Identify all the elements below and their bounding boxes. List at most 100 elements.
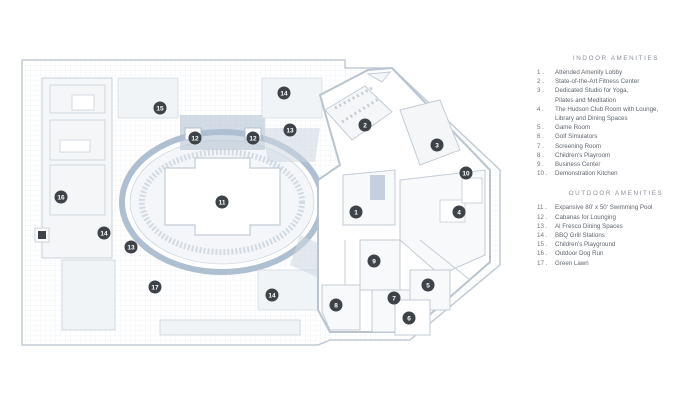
legend-number: 2 . (537, 78, 544, 86)
outdoor-heading: OUTDOOR AMENITIES (568, 190, 664, 198)
legend-label: Expansive 80' x 50' Swimming Pool (555, 204, 653, 212)
legend-label: Golf Simulators (555, 133, 598, 141)
map-marker-12 (246, 131, 260, 145)
map-marker-label: 12 (191, 135, 199, 142)
map-marker-8 (329, 298, 343, 312)
map-marker-14 (265, 288, 279, 302)
map-marker-label: 2 (363, 122, 367, 129)
legend-label: State-of-the-Art Fitness Center (555, 78, 640, 86)
indoor-amenities: INDOOR AMENITIES 1 . Attended Amenity Lob… (537, 55, 695, 178)
legend-number (537, 96, 555, 105)
map-marker-16 (54, 190, 68, 204)
map-marker-label: 6 (407, 315, 411, 322)
map-marker-13 (124, 240, 138, 254)
legend-label: Dedicated Studio for Yoga, (555, 87, 629, 95)
legend-label: BBQ Grill Stations (555, 232, 605, 240)
map-marker-label: 14 (100, 230, 108, 237)
legend-number: 9 . (537, 161, 544, 169)
map-marker-label: 5 (426, 282, 430, 289)
legend-item: 16 . Outdoor Dog Run (537, 249, 695, 258)
map-marker-2 (358, 118, 372, 132)
outdoor-amenities: OUTDOOR AMENITIES 11 . Expansive 80' x 50… (537, 190, 695, 267)
map-marker-label: 7 (392, 295, 396, 302)
legend-item: 4 . The Hudson Club Room with Lounge, (537, 105, 695, 114)
map-marker-label: 10 (462, 170, 470, 177)
cabanas (180, 115, 265, 150)
map-marker-label: 3 (435, 142, 439, 149)
legend-label: The Hudson Club Room with Lounge, (555, 105, 659, 113)
legend-number: 5 . (537, 124, 544, 132)
map-marker-label: 17 (151, 284, 159, 291)
legend-label: Children's Playground (555, 241, 616, 249)
legend-item: 7 . Screening Room (537, 142, 695, 151)
map-marker-10 (459, 166, 473, 180)
map-marker-12 (188, 131, 202, 145)
map-marker-15 (153, 101, 167, 115)
legend-number: 12 . (537, 213, 548, 221)
map-marker-11 (215, 195, 229, 209)
map-marker-label: 16 (57, 194, 65, 201)
legend-item: 13 . Al Fresco Dining Spaces (537, 222, 695, 231)
map-marker-14 (277, 86, 291, 100)
legend-label: Attended Amenity Lobby (555, 69, 623, 76)
legend-label: Children's Playroom (555, 151, 611, 159)
legend-item: Pilates and Meditation (537, 96, 695, 105)
map-marker-5 (421, 278, 435, 292)
map-marker-label: 14 (268, 292, 276, 299)
legend-label: Outdoor Dog Run (555, 250, 604, 258)
amenities-legend: INDOOR AMENITIES 1 . Attended Amenity Lob… (537, 55, 695, 280)
legend-item: 3 . Dedicated Studio for Yoga, (537, 86, 695, 95)
legend-item: 15 . Children's Playground (537, 240, 695, 249)
legend-item: 12 . Cabanas for Lounging (537, 213, 695, 222)
legend-number: 8 . (537, 151, 544, 159)
map-marker-label: 11 (219, 199, 226, 206)
map-marker-14 (97, 226, 111, 240)
map-marker-4 (452, 205, 466, 219)
legend-number: 3 . (537, 87, 544, 95)
legend-item: 5 . Game Room (537, 123, 695, 132)
legend-label: Game Room (555, 124, 591, 132)
legend-number: 10 . (537, 170, 548, 178)
legend-number: 7 . (537, 142, 544, 150)
legend-item: 14 . BBQ Grill Stations (537, 231, 695, 240)
legend-item: 1 . Attended Amenity Lobby (537, 68, 695, 77)
legend-label: Pilates and Meditation (555, 96, 616, 104)
map-marker-7 (387, 291, 401, 305)
legend-label: Cabanas for Lounging (555, 213, 616, 221)
map-marker-13 (283, 123, 297, 137)
legend-number: 16 . (537, 250, 548, 258)
legend-label: Library and Dining Spaces (555, 115, 628, 123)
map-marker-17 (148, 280, 162, 294)
legend-number: 13 . (537, 222, 548, 230)
legend-number: 17 . (537, 259, 548, 267)
legend-number: 14 . (537, 232, 548, 240)
map-marker-label: 15 (156, 105, 164, 112)
legend-number: 15 . (537, 241, 548, 249)
map-marker-9 (367, 254, 381, 268)
legend-number (537, 114, 555, 123)
map-marker-label: 13 (127, 244, 135, 251)
legend-label: Screening Room (555, 142, 602, 150)
map-marker-6 (402, 311, 416, 325)
map-marker-label: 12 (249, 135, 257, 142)
legend-label: Business Center (555, 161, 601, 169)
legend-item: Library and Dining Spaces (537, 114, 695, 123)
map-marker-3 (430, 138, 444, 152)
legend-number: 1 . (537, 69, 544, 76)
legend-label: Demonstration Kitchen (555, 170, 618, 178)
legend-number: 11 . (537, 204, 547, 212)
legend-item: 8 . Children's Playroom (537, 151, 695, 160)
legend-item: 11 . Expansive 80' x 50' Swimming Pool (537, 203, 695, 212)
legend-item: 2 . State-of-the-Art Fitness Center (537, 77, 695, 86)
map-marker-1 (349, 205, 363, 219)
legend-number: 4 . (537, 105, 544, 113)
legend-label: Al Fresco Dining Spaces (555, 222, 623, 230)
map-marker-label: 4 (457, 209, 461, 216)
map-marker-label: 13 (286, 127, 294, 134)
map-marker-label: 1 (354, 209, 358, 216)
indoor-heading: INDOOR AMENITIES (572, 55, 660, 62)
legend-item: 6 .Golf Simulators (537, 132, 695, 141)
legend-item: 9 . Business Center (537, 160, 695, 169)
legend-label: Green Lawn (555, 259, 589, 267)
